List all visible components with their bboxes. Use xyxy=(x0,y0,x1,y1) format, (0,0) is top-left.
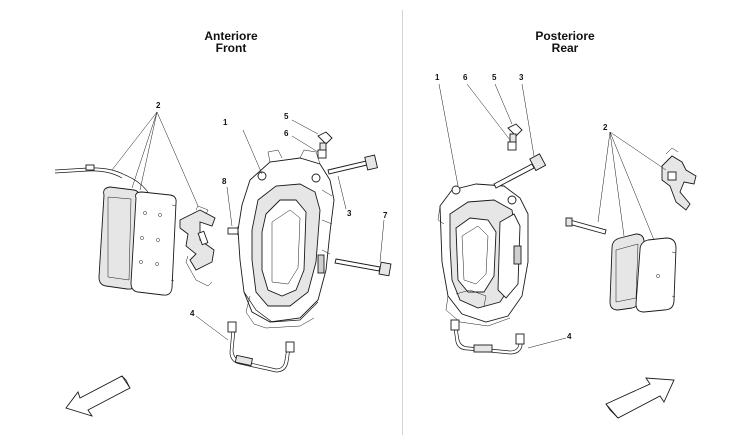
rear-anti-rattle-spring xyxy=(661,147,697,211)
front-title-english: Front xyxy=(215,41,247,55)
rear-brake-caliper xyxy=(437,83,529,327)
rear-direction-arrow-icon xyxy=(605,377,675,419)
rear-callout-2: 2 xyxy=(603,123,608,132)
front-brake-pipe xyxy=(195,315,295,373)
front-callout-8: 8 xyxy=(222,177,227,186)
front-bleed-screw xyxy=(291,119,333,152)
front-callout-3: 3 xyxy=(347,209,352,218)
rear-callout-5: 5 xyxy=(492,73,497,82)
front-brake-pad-inner xyxy=(130,191,177,296)
rear-title-italian: Posteriore xyxy=(535,29,595,43)
front-anti-rattle-spring xyxy=(179,205,216,287)
front-brake-caliper xyxy=(237,129,335,329)
rear-callout-1: 1 xyxy=(435,73,440,82)
rear-callout-4: 4 xyxy=(567,332,572,341)
front-title-italian: Anteriore xyxy=(204,29,258,43)
front-mounting-bolt-upper xyxy=(327,154,378,210)
front-callout-2: 2 xyxy=(156,101,161,110)
front-callout-7: 7 xyxy=(383,211,388,220)
rear-title-english: Rear xyxy=(551,41,579,55)
rear-callout-2-leaders xyxy=(597,131,667,241)
front-direction-arrow-icon xyxy=(65,375,131,417)
rear-callout-3: 3 xyxy=(519,73,524,82)
rear-mounting-bolt xyxy=(493,83,547,189)
rear-bleed-screw xyxy=(466,83,523,151)
rear-wear-sensor-pin xyxy=(565,217,607,235)
front-callout-2-leaders xyxy=(111,111,199,207)
front-bleed-cap xyxy=(291,135,327,159)
rear-brake-pipe xyxy=(450,319,567,355)
section-divider xyxy=(402,10,403,435)
front-mounting-bolt-lower xyxy=(334,219,392,277)
front-callout-4: 4 xyxy=(190,309,195,318)
front-title: Anteriore Front xyxy=(171,30,291,54)
front-callout-5: 5 xyxy=(284,112,289,121)
front-assembly: 2 1 5 6 8 3 7 4 xyxy=(54,101,392,417)
rear-assembly: 1 6 5 3 2 4 xyxy=(435,73,697,419)
front-callout-1: 1 xyxy=(223,118,228,127)
rear-brake-pad-outer xyxy=(635,237,677,313)
rear-title: Posteriore Rear xyxy=(505,30,625,54)
front-callout-6: 6 xyxy=(284,129,289,138)
rear-callout-6: 6 xyxy=(463,73,468,82)
